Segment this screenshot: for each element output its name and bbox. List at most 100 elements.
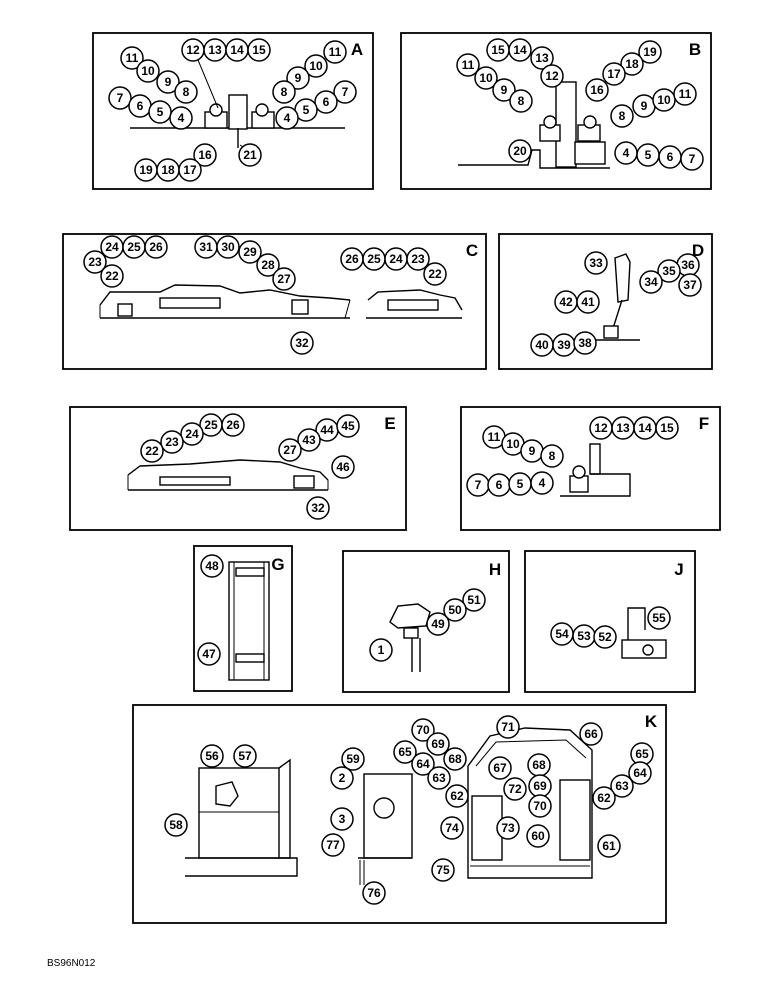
panel-f: F 11 10 9 8 12 13 14 15 7 6 5 4	[460, 406, 721, 531]
callout-label: 8	[518, 94, 525, 108]
callout-label: 16	[198, 148, 212, 162]
callout: 56	[200, 744, 224, 768]
callout: 11	[323, 40, 347, 64]
callout-label: 10	[309, 59, 323, 73]
callout: 7	[108, 86, 132, 110]
panel-a-drawing	[130, 59, 345, 151]
callout: 27	[272, 267, 296, 291]
callout-label: 11	[462, 58, 475, 72]
callout: 9	[156, 70, 180, 94]
figure-code: BS96N012	[47, 958, 96, 969]
callout: 9	[492, 78, 516, 102]
callout: 6	[487, 473, 511, 497]
callout-label: 7	[342, 85, 349, 99]
panel-e-label: E	[384, 414, 395, 433]
callout-label: 14	[638, 421, 652, 435]
callout-label: 67	[493, 761, 507, 775]
panel-k-drawing	[185, 727, 593, 885]
callout: 3	[330, 807, 354, 831]
callout-label: 25	[127, 240, 141, 254]
callout: 29	[238, 240, 262, 264]
callout: 12	[589, 416, 613, 440]
callout: 37	[678, 273, 702, 297]
callout: 16	[585, 78, 609, 102]
callout: 73	[496, 816, 520, 840]
callout: 51	[462, 588, 486, 612]
callout-label: 6	[667, 150, 674, 164]
callout: 24	[384, 247, 408, 271]
callout: 31	[194, 235, 218, 259]
panel-f-frame	[460, 406, 721, 531]
callout-label: 53	[577, 629, 591, 643]
callout-label: 65	[398, 745, 412, 759]
panel-a-label: A	[351, 40, 363, 59]
callout: 9	[520, 439, 544, 463]
callout: 8	[509, 89, 533, 113]
callout: 10	[474, 66, 498, 90]
callout: 46	[331, 455, 355, 479]
callout: 65	[630, 742, 654, 766]
callout: 48	[200, 554, 224, 578]
callout: 38	[573, 331, 597, 355]
panel-k-label: K	[645, 712, 658, 731]
callout-label: 59	[346, 752, 360, 766]
callout-label: 75	[436, 863, 450, 877]
panel-a: A 11 10 9 8 7 6 5 4 12 13 14 15 11 10 9	[92, 32, 374, 190]
panel-f-label: F	[699, 414, 709, 433]
callout: 62	[592, 786, 616, 810]
callout-label: 28	[261, 258, 275, 272]
panel-g: G 48 47	[193, 545, 293, 692]
callout-label: 7	[689, 152, 696, 166]
callout-label: 4	[284, 111, 291, 125]
callout: 15	[486, 38, 510, 62]
panel-e: E 25 26 24 23 22 44 45 43 27 46 32	[69, 406, 407, 531]
callout-label: 41	[581, 295, 595, 309]
callout-label: 56	[205, 749, 219, 763]
panel-g-drawing	[228, 561, 270, 681]
callout: 11	[456, 53, 480, 77]
callout: 25	[362, 247, 386, 271]
callout-label: 48	[205, 559, 219, 573]
panel-c-frame	[62, 233, 487, 370]
callout-label: 47	[202, 647, 216, 661]
callout-label: 44	[320, 423, 334, 437]
callout: 8	[540, 444, 564, 468]
callout: 60	[526, 824, 550, 848]
callout: 2	[330, 766, 354, 790]
callout-label: 40	[535, 338, 549, 352]
panel-d-label: D	[692, 241, 704, 260]
panel-j-callouts: 55 54 53 52	[550, 606, 671, 649]
panel-c: C 24 25 26 23 22 31 30 29 28 27 32 26 25	[62, 233, 487, 370]
callout: 5	[148, 100, 172, 124]
callout: 11	[482, 425, 506, 449]
callout-label: 62	[597, 791, 611, 805]
callout: 39	[552, 333, 576, 357]
callout: 26	[144, 235, 168, 259]
callout-label: 19	[643, 45, 657, 59]
callout-label: 6	[496, 478, 503, 492]
callout: 55	[647, 606, 671, 630]
callout-label: 6	[323, 95, 330, 109]
callout-label: 6	[137, 99, 144, 113]
callout-label: 20	[513, 144, 527, 158]
panel-b-callouts: 15 14 13 12 11 10 9 8 20 19 18 17 16 8 9…	[456, 38, 704, 171]
callout-label: 68	[448, 752, 462, 766]
callout: 11	[120, 46, 144, 70]
callout-label: 8	[183, 85, 190, 99]
panel-b-label: B	[689, 40, 701, 59]
callout-label: 72	[508, 782, 522, 796]
callout: 77	[321, 833, 345, 857]
callout-label: 70	[533, 799, 547, 813]
callout: 63	[610, 774, 634, 798]
callout-label: 32	[311, 501, 325, 515]
callout: 8	[610, 104, 634, 128]
callout-label: 38	[578, 336, 592, 350]
panel-a-callouts: 11 10 9 8 7 6 5 4 12 13 14 15 11 10 9 8 …	[108, 38, 357, 182]
callout-label: 11	[329, 45, 342, 59]
callout: 9	[632, 94, 656, 118]
panel-k-callouts: 56 57 58 59 2 3 77 76 65 64 63 62 74 75 …	[164, 715, 654, 905]
callout: 14	[508, 38, 532, 62]
callout: 52	[593, 625, 617, 649]
callout: 15	[655, 416, 679, 440]
